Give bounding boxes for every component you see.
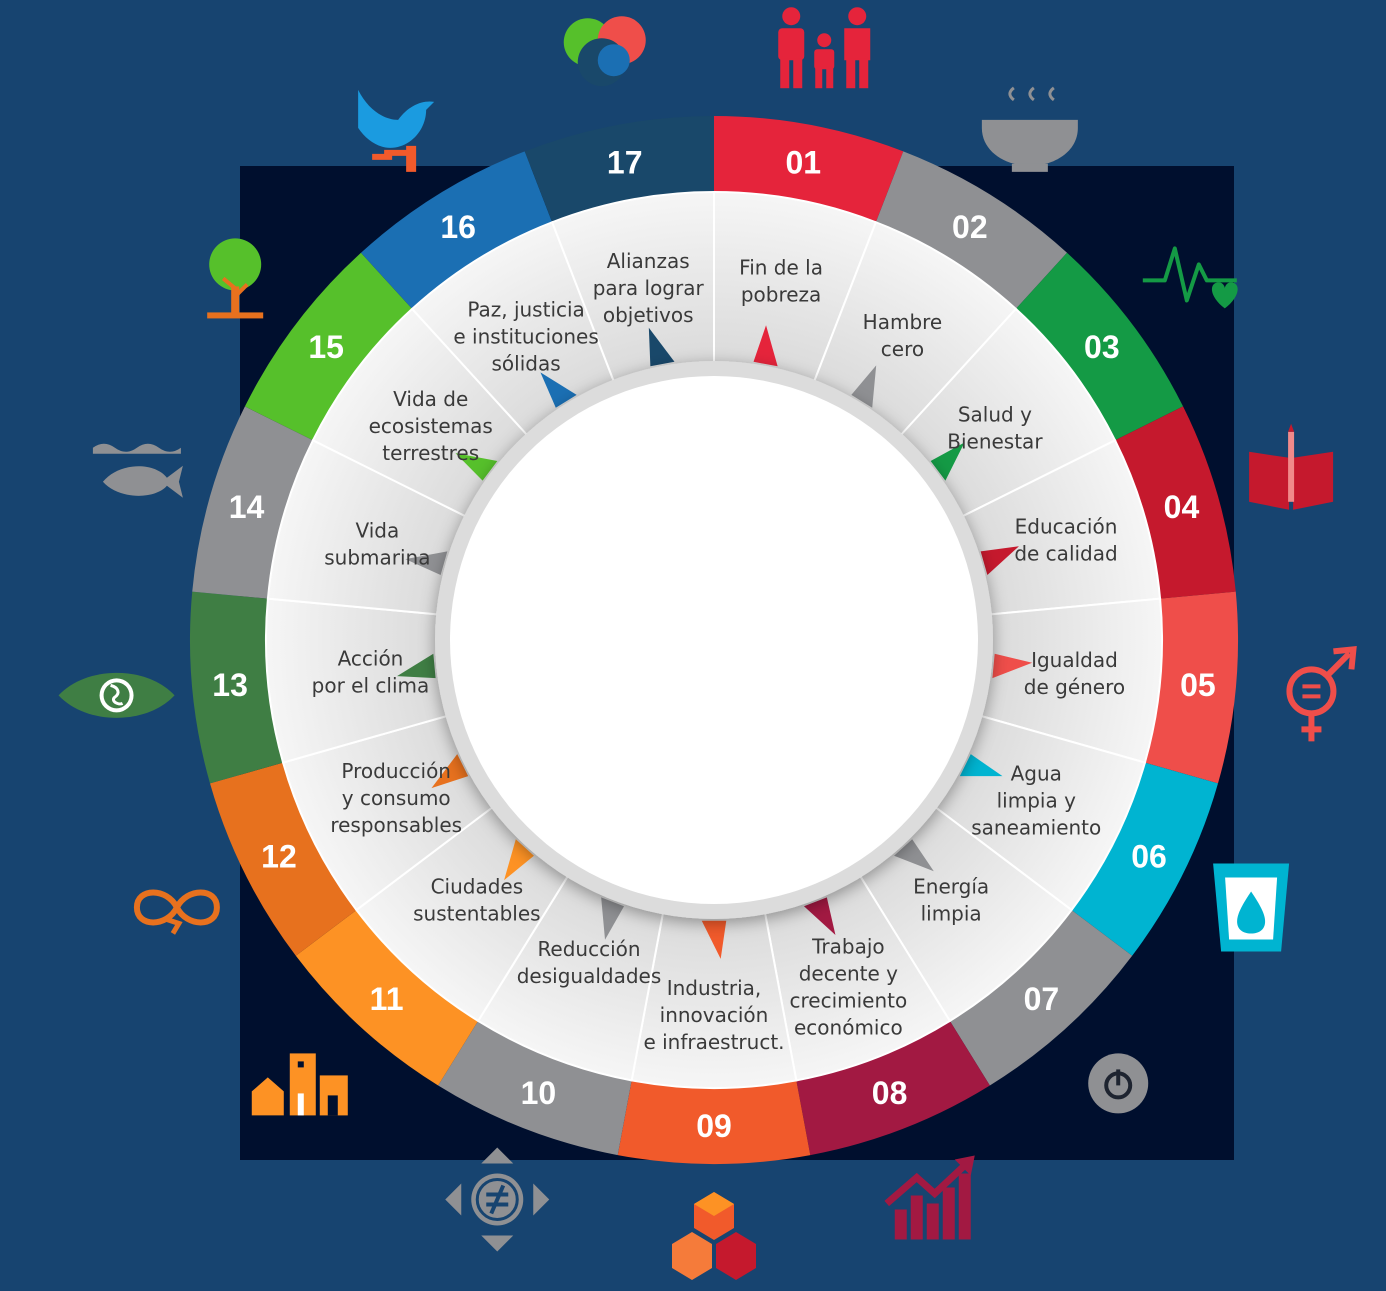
goal-pointer-13 — [397, 653, 436, 679]
goal-pointer-04 — [980, 546, 1019, 575]
eye-globe-icon — [58, 672, 175, 718]
circles-partnership-icon — [563, 16, 646, 87]
goal-pointer-02 — [851, 365, 877, 408]
goal-pointer-12 — [431, 754, 469, 789]
goal-segment-05[interactable] — [1144, 591, 1238, 784]
goal-number-03: 03 — [1084, 329, 1120, 365]
book-icon — [1249, 423, 1334, 510]
goal-number-06: 06 — [1131, 839, 1167, 875]
fish-icon — [92, 443, 183, 498]
goal-segment-16[interactable] — [360, 151, 553, 309]
goal-number-15: 15 — [308, 329, 344, 365]
goal-pointer-08 — [803, 897, 836, 935]
goal-segment-12[interactable] — [210, 762, 357, 956]
pointers — [397, 325, 1033, 959]
gender-equality-icon — [1286, 646, 1357, 742]
city-icon — [251, 1053, 348, 1116]
bowl-icon — [981, 86, 1078, 172]
goal-segment-17[interactable] — [524, 116, 714, 223]
goal-segment-11[interactable] — [295, 909, 479, 1086]
goal-pointer-14 — [405, 551, 448, 575]
goal-number-07: 07 — [1024, 981, 1060, 1017]
goal-number-11: 11 — [370, 981, 404, 1017]
goal-pointer-06 — [959, 754, 1003, 777]
goal-segment-09[interactable] — [617, 1080, 811, 1164]
goal-pointer-03 — [930, 442, 965, 481]
goal-pointer-07 — [894, 839, 934, 872]
goal-pointer-11 — [504, 839, 534, 881]
water-glass-icon — [1213, 863, 1290, 952]
goal-number-01: 01 — [786, 144, 822, 180]
goal-segment-10[interactable] — [438, 1020, 632, 1156]
goal-pointer-16 — [540, 372, 577, 408]
infinity-loop-icon — [133, 889, 220, 935]
goal-segment-15[interactable] — [244, 252, 413, 441]
goal-segment-13[interactable] — [190, 591, 284, 784]
goal-number-16: 16 — [440, 209, 476, 245]
goal-pointer-05 — [992, 653, 1033, 679]
goal-pointer-17 — [648, 327, 675, 367]
goal-number-14: 14 — [229, 489, 265, 525]
goal-number-04: 04 — [1164, 489, 1200, 525]
cubes-icon — [672, 1192, 756, 1280]
family-icon — [778, 7, 871, 89]
goal-segment-04[interactable] — [1115, 406, 1236, 599]
hub-center — [450, 376, 978, 904]
growth-chart-icon — [884, 1155, 975, 1240]
goal-number-17: 17 — [607, 144, 643, 180]
goal-number-09: 09 — [696, 1108, 732, 1144]
goal-number-02: 02 — [952, 209, 988, 245]
goal-segment-06[interactable] — [1071, 762, 1218, 956]
goal-number-13: 13 — [212, 667, 248, 703]
tree-icon — [207, 238, 264, 319]
goal-pointer-15 — [455, 453, 498, 481]
goal-segment-07[interactable] — [949, 909, 1133, 1086]
power-icon — [1088, 1053, 1149, 1114]
goal-pointer-09 — [701, 920, 727, 959]
goal-number-10: 10 — [521, 1075, 557, 1111]
goal-icons — [58, 7, 1357, 1280]
inequality-icon — [445, 1147, 550, 1252]
dove-gavel-icon — [358, 89, 435, 172]
goal-segment-02[interactable] — [875, 151, 1068, 309]
goal-segment-01[interactable] — [714, 116, 904, 223]
goal-pointer-10 — [601, 897, 625, 940]
goal-segment-14[interactable] — [192, 406, 313, 599]
goal-number-12: 12 — [261, 839, 297, 875]
goal-numbers: 01 02 03 04 05 06 07 08 09 10 11 12 13 14 15 16 17 — [212, 144, 1215, 1144]
goal-segment-08[interactable] — [796, 1020, 990, 1156]
goal-segment-03[interactable] — [1015, 252, 1184, 441]
outer-ring — [190, 116, 1238, 1164]
heartbeat-icon — [1142, 246, 1238, 309]
goal-number-08: 08 — [872, 1075, 908, 1111]
goal-pointer-01 — [753, 325, 778, 367]
goal-number-05: 05 — [1180, 667, 1216, 703]
